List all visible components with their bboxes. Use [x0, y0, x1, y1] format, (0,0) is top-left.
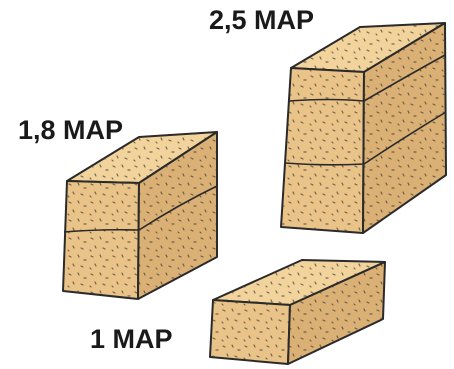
label-small-block: 1 MAP — [90, 326, 173, 353]
block-small — [210, 260, 385, 364]
block-medium — [63, 132, 217, 299]
block-large — [281, 23, 446, 233]
label-medium-block: 1,8 MAP — [18, 117, 123, 144]
label-large-block: 2,5 MAP — [209, 7, 314, 34]
